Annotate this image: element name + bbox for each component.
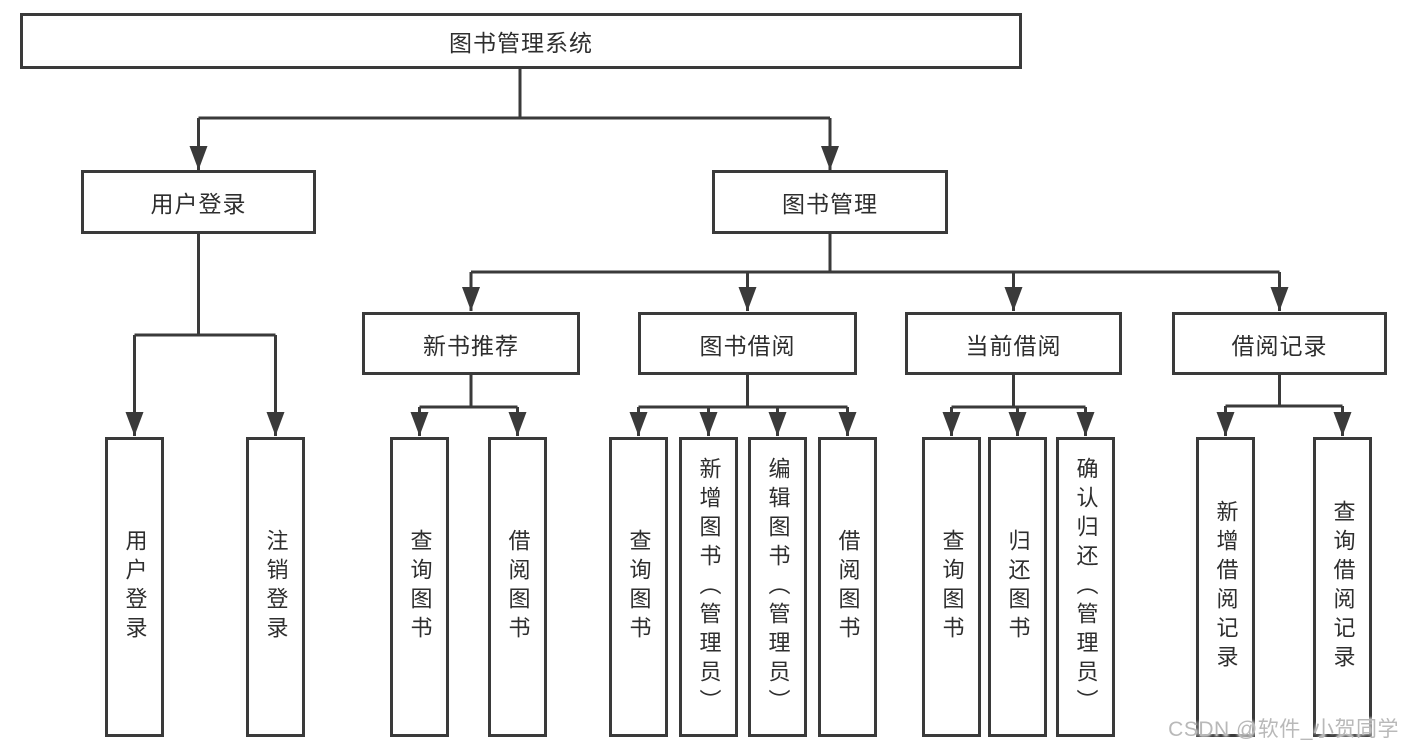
node-user-login: 用户登录 (81, 170, 316, 234)
leaf-edit-books-admin: 编辑图书（管理员） (748, 437, 807, 737)
leaf-borrow-books-1-label: 借阅图书 (505, 529, 531, 645)
leaf-return-books: 归还图书 (988, 437, 1047, 737)
node-new-book-recommend: 新书推荐 (362, 312, 580, 375)
node-current-borrow-label: 当前借阅 (965, 332, 1062, 359)
leaf-query-books-2: 查询图书 (609, 437, 668, 737)
node-borrow-records-label: 借阅记录 (1231, 332, 1328, 359)
leaf-return-books-label: 归还图书 (1005, 529, 1031, 645)
node-library-system-label: 图书管理系统 (449, 30, 593, 56)
leaf-add-borrow-record-label: 新增借阅记录 (1213, 500, 1239, 674)
node-book-borrow-label: 图书借阅 (699, 332, 796, 359)
leaf-add-books-admin-label: 新增图书（管理员） (696, 456, 722, 718)
leaf-user-login: 用户登录 (105, 437, 164, 737)
leaf-query-books-2-label: 查询图书 (626, 529, 652, 645)
node-library-system: 图书管理系统 (20, 13, 1022, 69)
leaf-user-login-label: 用户登录 (122, 529, 148, 645)
leaf-borrow-books-1: 借阅图书 (488, 437, 547, 737)
leaf-confirm-return-admin-label: 确认归还（管理员） (1073, 456, 1099, 718)
leaf-add-borrow-record: 新增借阅记录 (1196, 437, 1255, 737)
node-new-book-recommend-label: 新书推荐 (423, 332, 519, 359)
leaf-query-books-3: 查询图书 (922, 437, 981, 737)
leaf-logout-login: 注销登录 (246, 437, 305, 737)
leaf-query-books-1-label: 查询图书 (407, 529, 433, 645)
leaf-edit-books-admin-label: 编辑图书（管理员） (765, 456, 791, 718)
leaf-borrow-books-2-label: 借阅图书 (835, 529, 861, 645)
node-book-management: 图书管理 (712, 170, 948, 234)
node-current-borrow: 当前借阅 (905, 312, 1122, 375)
leaf-add-books-admin: 新增图书（管理员） (679, 437, 738, 737)
leaf-logout-login-label: 注销登录 (263, 529, 289, 645)
leaf-query-borrow-record: 查询借阅记录 (1313, 437, 1372, 737)
node-book-management-label: 图书管理 (782, 191, 878, 217)
csdn-watermark: CSDN @软件_小贺同学 (1168, 718, 1399, 741)
leaf-confirm-return-admin: 确认归还（管理员） (1056, 437, 1115, 737)
leaf-query-borrow-record-label: 查询借阅记录 (1330, 500, 1356, 674)
leaf-query-books-3-label: 查询图书 (939, 529, 965, 645)
node-user-login-label: 用户登录 (150, 191, 247, 217)
node-borrow-records: 借阅记录 (1172, 312, 1387, 375)
leaf-query-books-1: 查询图书 (390, 437, 449, 737)
leaf-borrow-books-2: 借阅图书 (818, 437, 877, 737)
node-book-borrow: 图书借阅 (638, 312, 857, 375)
